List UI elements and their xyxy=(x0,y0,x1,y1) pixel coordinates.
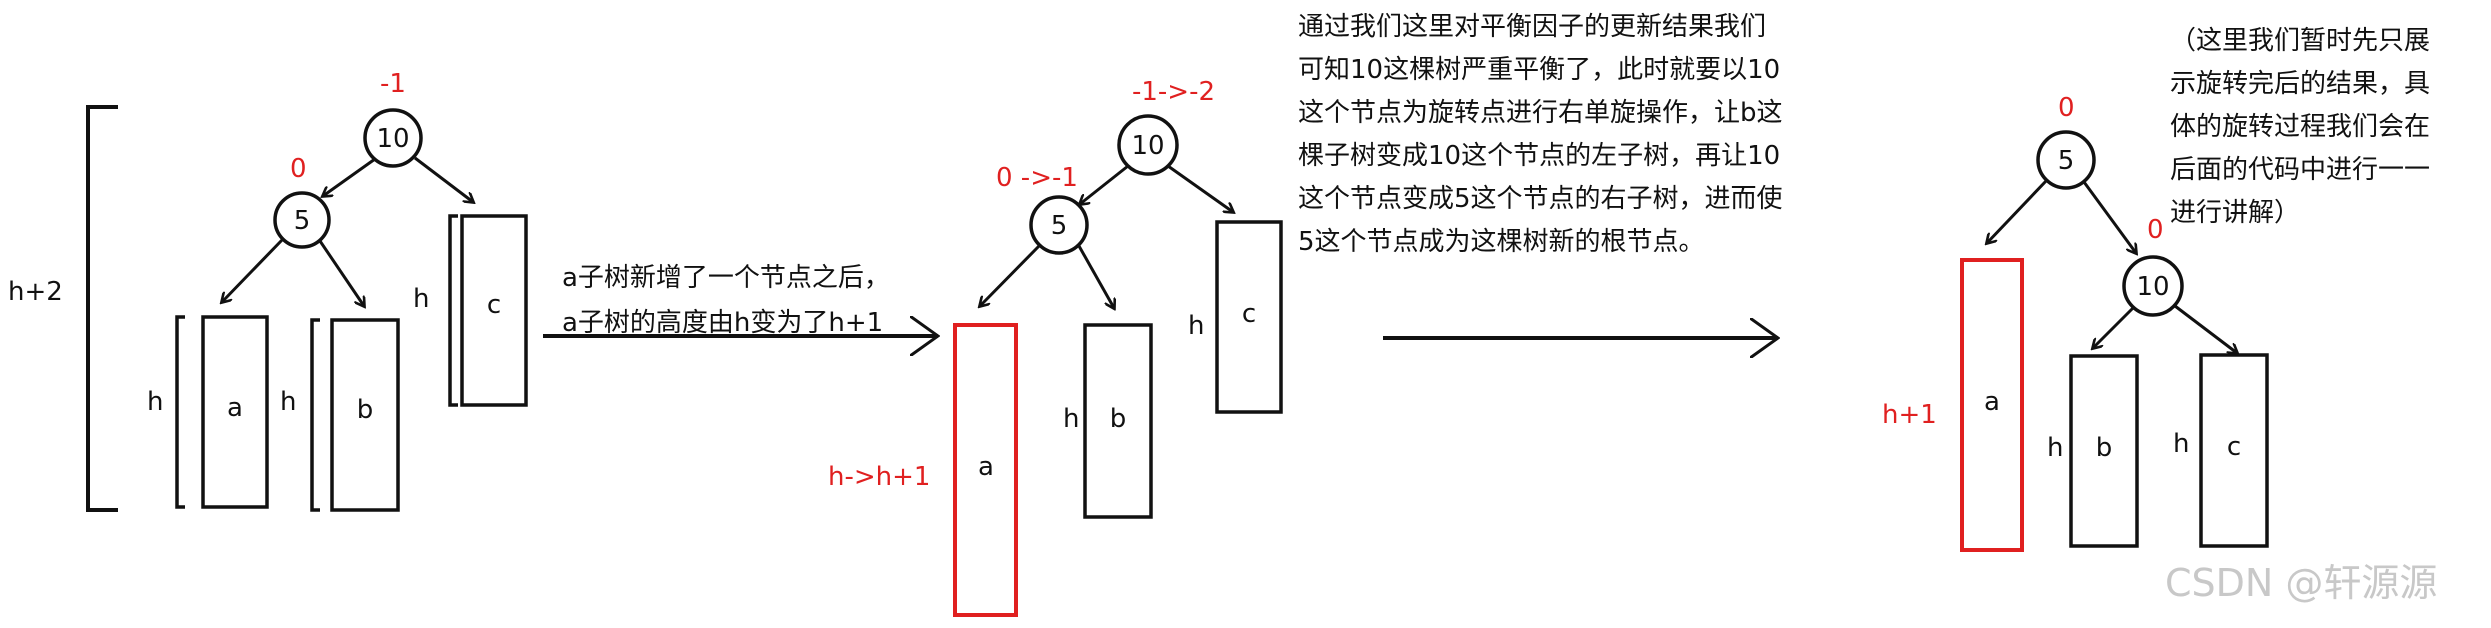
subtree-height: h xyxy=(2173,429,2189,459)
subtree-height: h xyxy=(413,284,429,314)
balance-factor-right: 0 xyxy=(2147,215,2164,245)
edge xyxy=(222,238,284,302)
subtree-name: c xyxy=(487,290,501,320)
subtree-name: b xyxy=(1110,404,1127,434)
balance-factor-root: -1->-2 xyxy=(1132,77,1215,107)
height-bracket xyxy=(86,105,118,512)
edge xyxy=(323,157,376,196)
balance-factor-root: 0 xyxy=(2058,93,2075,123)
subtree-box-highlight xyxy=(953,323,1018,617)
edge xyxy=(1167,164,1233,212)
subtree-box xyxy=(1083,323,1153,519)
edge xyxy=(414,156,473,202)
edge xyxy=(2082,181,2136,253)
tree-node-left xyxy=(1029,195,1089,255)
tree-node-root xyxy=(1117,114,1179,176)
subtree-name: c xyxy=(2227,432,2241,462)
tree-node-left xyxy=(273,191,331,249)
edge xyxy=(2174,304,2237,353)
tree-node-right xyxy=(2122,255,2184,317)
caption-line: a子树的高度由h变为了h+1 xyxy=(562,308,883,338)
subtree-name: b xyxy=(357,395,374,425)
note-line: 后面的代码中进行一一 xyxy=(2170,155,2431,185)
explanation-text: 通过我们这里对平衡因子的更新结果我们 可知10这棵树严重平衡了，此时就要以10 … xyxy=(1298,6,1783,264)
balance-factor-root: -1 xyxy=(380,69,406,99)
subtree-height: h xyxy=(1188,311,1204,341)
explanation-line: 棵子树变成10这个节点的左子树，再让10 xyxy=(1298,141,1781,171)
subtree-box xyxy=(460,214,528,407)
note-text: （这里我们暂时先只展 示旋转完后的结果，具 体的旋转过程我们会在 后面的代码中进… xyxy=(2170,20,2430,235)
subtree-name: b xyxy=(2096,433,2113,463)
tree-node-root xyxy=(2036,130,2096,190)
node-label-root: 5 xyxy=(2058,146,2075,176)
balance-factor-left: 0 xyxy=(290,154,307,184)
subtree-height: h+1 xyxy=(1882,400,1937,430)
edge xyxy=(318,240,364,306)
explanation-line: 可知10这棵树严重平衡了，此时就要以10 xyxy=(1298,55,1781,85)
edge xyxy=(1077,245,1114,308)
subtree-height: h->h+1 xyxy=(828,462,930,492)
scene-before-insert: h+2 -1 10 0 5 h a h b h c xyxy=(8,69,528,512)
edge xyxy=(1080,164,1129,204)
subtree-height: h xyxy=(280,387,296,417)
height-label-total: h+2 xyxy=(8,277,63,307)
subtree-name: a xyxy=(227,393,243,423)
note-line: 进行讲解） xyxy=(2170,198,2301,228)
explanation-line: 这个节点变成5这个节点的右子树，进而使 xyxy=(1298,184,1783,214)
subtree-box-highlight xyxy=(1960,258,2024,552)
node-label-left: 5 xyxy=(294,206,311,236)
subtree-box xyxy=(201,315,269,509)
subtree-height: h xyxy=(1063,404,1079,434)
subtree-height: h xyxy=(2047,433,2063,463)
subtree-name: c xyxy=(1242,299,1256,329)
caption-line: a子树新增了一个节点之后， xyxy=(562,263,890,293)
subtree-height: h xyxy=(147,387,163,417)
explanation-line: 这个节点为旋转点进行右单旋操作，让b这 xyxy=(1298,98,1783,128)
subtree-box xyxy=(1215,220,1283,414)
scene-after-insert: -1->-2 10 0 ->-1 5 h->h+1 a h b h c xyxy=(828,77,1283,617)
subtree-name: a xyxy=(978,452,994,482)
note-line: 体的旋转过程我们会在 xyxy=(2170,112,2431,142)
node-label-root: 10 xyxy=(1131,131,1164,161)
explanation-line: 通过我们这里对平衡因子的更新结果我们 xyxy=(1298,12,1767,42)
edge xyxy=(2093,306,2135,348)
tree-node-root xyxy=(363,108,423,168)
balance-factor-left: 0 ->-1 xyxy=(996,163,1078,193)
watermark: CSDN @轩源源 xyxy=(2165,561,2438,605)
note-line: （这里我们暂时先只展 xyxy=(2170,26,2431,56)
edge xyxy=(1987,179,2048,243)
note-line: 示旋转完后的结果，具 xyxy=(2170,69,2431,99)
subtree-box xyxy=(2199,353,2269,548)
edge xyxy=(980,244,1041,306)
subtree-box xyxy=(330,318,400,512)
node-label-left: 5 xyxy=(1051,211,1068,241)
node-label-right: 10 xyxy=(2136,272,2169,302)
node-label-root: 10 xyxy=(376,124,409,154)
subtree-name: a xyxy=(1984,387,2000,417)
subtree-box xyxy=(2069,354,2139,548)
scene-after-rotation: 0 5 0 10 h+1 a h b h c xyxy=(1882,93,2269,552)
explanation-line: 5这个节点成为这棵树新的根节点。 xyxy=(1298,227,1705,257)
